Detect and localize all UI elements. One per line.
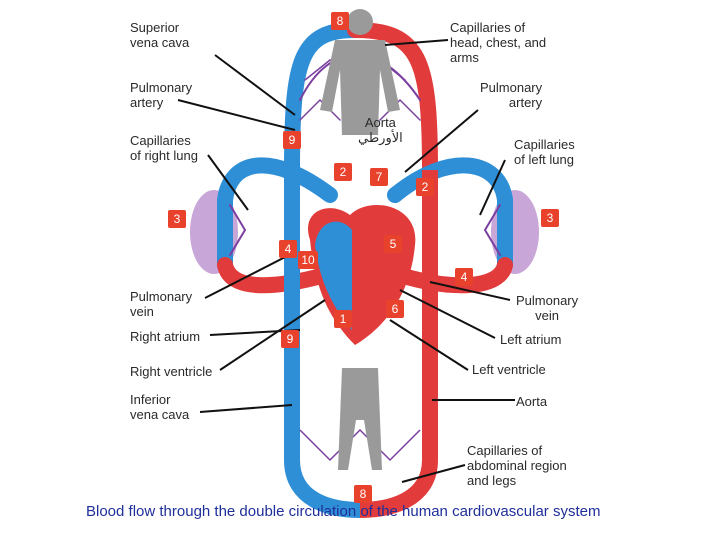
- label-right-atrium: Right atrium: [130, 329, 201, 344]
- label-right-ventricle: Right ventricle: [130, 364, 213, 379]
- label-left-ventricle: Left ventricle: [472, 362, 546, 377]
- badge-10: 10: [298, 251, 318, 269]
- systemic-vessels: [284, 170, 438, 518]
- badge-6: 6: [386, 300, 404, 318]
- lower-body-silhouette: [338, 368, 382, 470]
- upper-body-silhouette: [320, 9, 400, 135]
- badge-8-top: 8: [331, 12, 349, 30]
- badge-2-left: 2: [334, 163, 352, 181]
- badge-4-left: 4: [279, 240, 297, 258]
- badge-1: 1: [334, 310, 352, 328]
- label-left-atrium: Left atrium: [500, 332, 562, 347]
- label-aorta-bottom: Aorta: [516, 394, 548, 409]
- badge-3-left: 3: [168, 210, 186, 228]
- badge-9-bottom: 9: [281, 330, 299, 348]
- pulmonary-loops: [217, 157, 513, 294]
- badge-3-right: 3: [541, 209, 559, 227]
- badge-2-right: 2: [416, 178, 434, 196]
- heart: [308, 205, 416, 345]
- badge-5: 5: [384, 235, 402, 253]
- badge-7: 7: [370, 168, 388, 186]
- badge-8-bottom: 8: [354, 485, 372, 503]
- figure-caption: Blood flow through the double circulatio…: [86, 503, 601, 520]
- badge-9-top: 9: [283, 131, 301, 149]
- badge-4-right: 4: [455, 268, 473, 286]
